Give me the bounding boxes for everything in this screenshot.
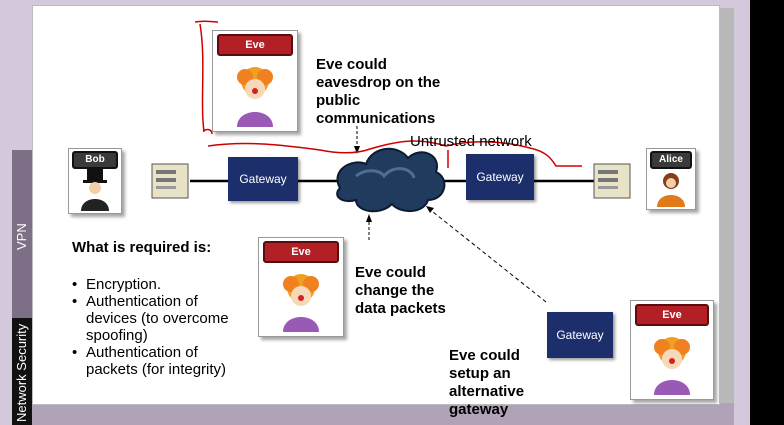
- bob-card: Bob: [68, 148, 122, 214]
- requirements-list: Encryption. Authentication of devices (t…: [72, 276, 232, 378]
- slide-footer: [32, 403, 734, 425]
- list-item: Encryption.: [72, 276, 232, 293]
- caption-line: alternative: [449, 383, 525, 400]
- sidebar-section-tab[interactable]: VPN: [12, 150, 32, 318]
- eve-figure-icon: [283, 274, 319, 332]
- alice-figure-icon: [657, 173, 685, 207]
- cloud-icon: [336, 148, 446, 213]
- slide-shadow: [718, 8, 734, 406]
- eve-card-top: Eve: [212, 30, 298, 132]
- gateway-left: Gateway: [228, 157, 298, 201]
- right-black-bar: [750, 0, 784, 425]
- eve-card-middle: Eve: [258, 237, 344, 337]
- server-icon-right: [593, 163, 631, 199]
- gateway-right: Gateway: [466, 154, 534, 200]
- left-margin: [0, 0, 12, 425]
- list-item: Authentication of packets (for integrity…: [72, 344, 232, 378]
- eve-figure-icon: [237, 67, 273, 127]
- bob-figure-icon: [81, 169, 109, 211]
- caption-line: setup an: [449, 365, 511, 382]
- caption-line: communications: [316, 110, 436, 127]
- caption-eavesdrop: Eve could eavesdrop on the public commun…: [316, 56, 440, 128]
- caption-alternative: Eve could setup an alternative gateway: [449, 347, 524, 419]
- alice-tag: Alice: [650, 151, 692, 169]
- caption-line: public: [316, 92, 361, 109]
- caption-line: Eve could: [355, 264, 426, 281]
- caption-line: eavesdrop on the: [316, 74, 441, 91]
- sidebar-course-tab[interactable]: Network Security: [12, 318, 32, 425]
- caption-line: data packets: [355, 300, 446, 317]
- eve-tag: Eve: [263, 241, 339, 263]
- server-icon-left: [151, 163, 189, 199]
- untrusted-network-label: Untrusted network: [410, 133, 532, 150]
- requirements-title: What is required is:: [72, 239, 212, 256]
- gateway-rogue: Gateway: [547, 312, 613, 358]
- caption-change: Eve could change the data packets: [355, 264, 446, 318]
- bob-tag: Bob: [72, 151, 118, 169]
- list-item: Authentication of devices (to overcome s…: [72, 293, 232, 344]
- caption-line: gateway: [449, 401, 509, 418]
- caption-line: change the: [355, 282, 435, 299]
- caption-line: Eve could: [449, 347, 520, 364]
- eve-figure-icon: [654, 337, 690, 395]
- eve-card-bottom: Eve: [630, 300, 714, 400]
- alice-card: Alice: [646, 148, 696, 210]
- caption-line: Eve could: [316, 56, 387, 73]
- eve-tag: Eve: [635, 304, 709, 326]
- eve-tag: Eve: [217, 34, 293, 56]
